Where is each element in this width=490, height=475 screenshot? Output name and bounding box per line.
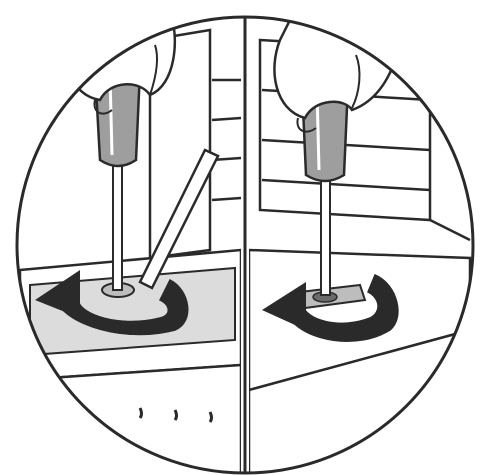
right-panel	[249, 0, 470, 475]
vent-mark	[140, 408, 142, 418]
screwdriver-shaft	[321, 170, 330, 295]
vent-mark	[175, 410, 177, 420]
drawer-front	[20, 365, 241, 475]
shelf-line	[212, 118, 241, 120]
side-edge	[430, 220, 470, 240]
screwdriver-shaft	[113, 150, 122, 290]
vent-mark	[210, 412, 212, 422]
left-panel	[20, 0, 241, 475]
shelf-line	[212, 198, 241, 200]
side-edge	[430, 50, 470, 55]
